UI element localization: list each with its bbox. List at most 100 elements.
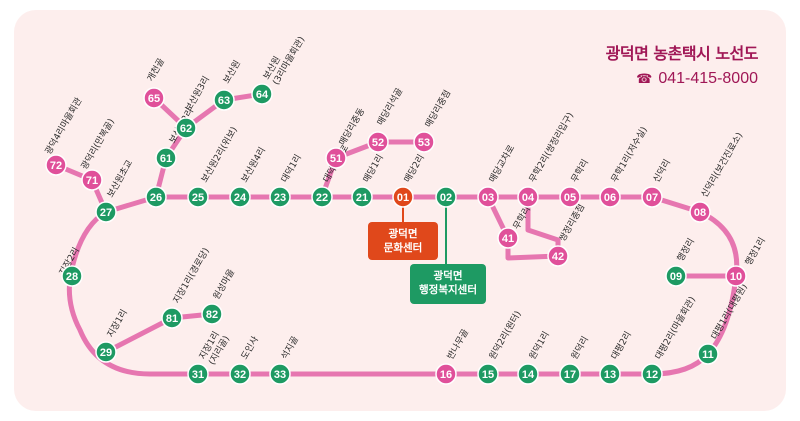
stop-marker-12 xyxy=(641,363,663,385)
stop-number-01: 01 xyxy=(397,192,409,204)
stop-marker-61 xyxy=(155,147,177,169)
stop-number-10: 10 xyxy=(730,271,742,283)
callout-box-welfare xyxy=(410,264,486,304)
stop-marker-65 xyxy=(143,87,165,109)
stop-number-13: 13 xyxy=(604,369,616,381)
stop-number-15: 15 xyxy=(482,369,494,381)
stop-marker-04 xyxy=(517,186,539,208)
callout-box-culture xyxy=(368,222,438,260)
stop-marker-08 xyxy=(689,201,711,223)
stop-marker-63 xyxy=(213,89,235,111)
stop-number-26: 26 xyxy=(150,192,162,204)
stop-number-24: 24 xyxy=(234,192,247,204)
stop-markers: 72 71 65 62 63 64 61 27 26 25 24 23 22 51 52 53 21 01 02 03… xyxy=(45,83,747,385)
stop-marker-71 xyxy=(81,169,103,191)
stop-number-53: 53 xyxy=(418,137,430,149)
stop-number-11: 11 xyxy=(702,349,714,361)
stop-marker-29 xyxy=(95,341,117,363)
map-title: 광덕면 농촌택시 노선도 xyxy=(605,44,759,63)
stop-number-82: 82 xyxy=(206,309,218,321)
stop-marker-33 xyxy=(269,363,291,385)
stop-number-02: 02 xyxy=(440,192,452,204)
stop-number-62: 62 xyxy=(180,123,192,135)
stop-marker-42 xyxy=(547,245,569,267)
stop-marker-06 xyxy=(599,186,621,208)
stop-number-16: 16 xyxy=(440,369,452,381)
callout-links xyxy=(402,207,447,264)
stop-marker-23 xyxy=(269,186,291,208)
stop-marker-14 xyxy=(517,363,539,385)
stop-marker-62 xyxy=(175,117,197,139)
stop-number-72: 72 xyxy=(50,160,62,172)
stop-number-23: 23 xyxy=(274,192,286,204)
stop-number-04: 04 xyxy=(522,192,535,204)
stop-number-12: 12 xyxy=(646,369,658,381)
stop-marker-11 xyxy=(697,343,719,365)
stop-number-27: 27 xyxy=(100,207,112,219)
stop-number-71: 71 xyxy=(86,175,98,187)
stop-number-33: 33 xyxy=(274,369,286,381)
stop-marker-17 xyxy=(559,363,581,385)
stop-marker-64 xyxy=(251,83,273,105)
stop-marker-72 xyxy=(45,154,67,176)
stop-number-65: 65 xyxy=(148,93,160,105)
stop-marker-32 xyxy=(229,363,251,385)
stop-marker-13 xyxy=(599,363,621,385)
stop-marker-28 xyxy=(61,265,83,287)
stop-marker-25 xyxy=(187,186,209,208)
stop-marker-24 xyxy=(229,186,251,208)
stop-number-28: 28 xyxy=(66,271,78,283)
stop-marker-52 xyxy=(367,131,389,153)
telephone-icon: ☎ xyxy=(636,71,653,86)
stop-number-64: 64 xyxy=(256,89,269,101)
stop-marker-31 xyxy=(187,363,209,385)
stop-number-06: 06 xyxy=(604,192,616,204)
phone-text: 041-415-8000 xyxy=(658,70,758,87)
stop-marker-41 xyxy=(497,227,519,249)
stop-marker-26 xyxy=(145,186,167,208)
stop-number-21: 21 xyxy=(356,192,368,204)
stop-number-41: 41 xyxy=(502,233,514,245)
route-branch-65 xyxy=(151,95,189,200)
stop-number-17: 17 xyxy=(564,369,576,381)
stop-number-08: 08 xyxy=(694,207,706,219)
stop-number-51: 51 xyxy=(330,153,342,165)
stop-marker-10 xyxy=(725,265,747,287)
stop-marker-51 xyxy=(325,147,347,169)
stop-number-07: 07 xyxy=(646,192,658,204)
stop-marker-15 xyxy=(477,363,499,385)
stop-number-22: 22 xyxy=(316,192,328,204)
stop-marker-05 xyxy=(559,186,581,208)
stop-marker-22 xyxy=(311,186,333,208)
stop-number-09: 09 xyxy=(670,271,682,283)
stop-number-14: 14 xyxy=(522,369,535,381)
stop-marker-16 xyxy=(435,363,457,385)
stop-marker-81 xyxy=(161,307,183,329)
stop-number-25: 25 xyxy=(192,192,204,204)
stop-number-63: 63 xyxy=(218,95,230,107)
stop-number-29: 29 xyxy=(100,347,112,359)
stop-number-03: 03 xyxy=(482,192,494,204)
stop-number-81: 81 xyxy=(166,313,178,325)
stop-number-61: 61 xyxy=(160,153,172,165)
stop-marker-82 xyxy=(201,303,223,325)
stop-marker-03 xyxy=(477,186,499,208)
stop-marker-27 xyxy=(95,201,117,223)
stop-number-31: 31 xyxy=(192,369,204,381)
phone-number: ☎ 041-415-8000 xyxy=(636,70,758,88)
stop-number-42: 42 xyxy=(552,251,564,263)
stop-marker-21 xyxy=(351,186,373,208)
stop-marker-01 xyxy=(392,186,414,208)
route-branch-51 xyxy=(319,139,427,200)
stop-number-05: 05 xyxy=(564,192,576,204)
stop-marker-53 xyxy=(413,131,435,153)
stop-marker-09 xyxy=(665,265,687,287)
stop-marker-07 xyxy=(641,186,663,208)
stop-number-32: 32 xyxy=(234,369,246,381)
stop-number-52: 52 xyxy=(372,137,384,149)
